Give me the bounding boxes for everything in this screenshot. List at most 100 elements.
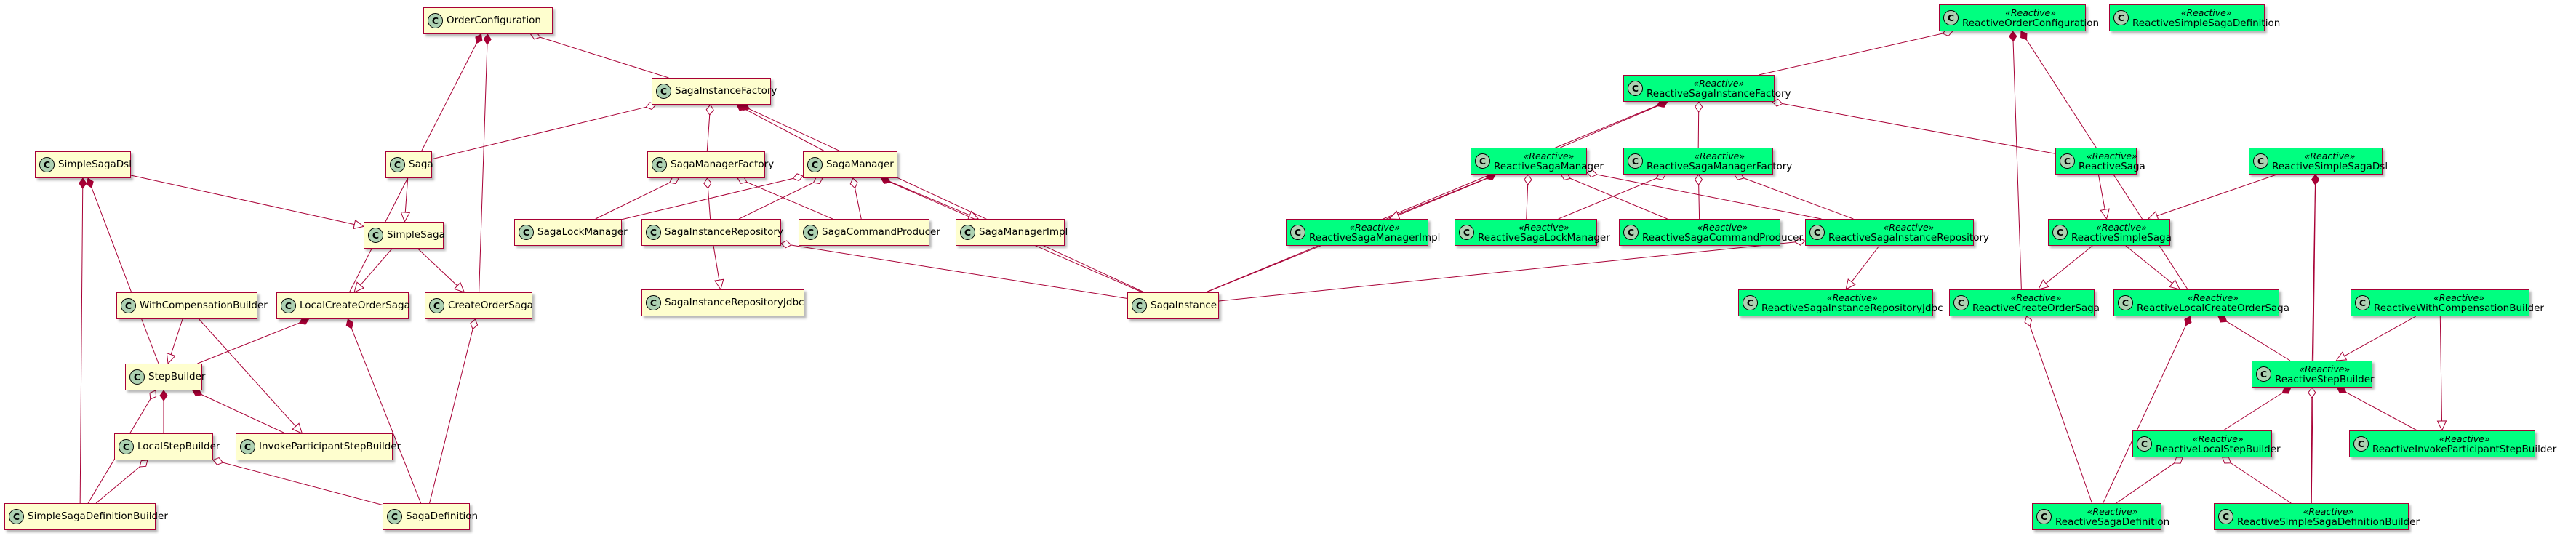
class-stereotype: «Reactive» bbox=[1694, 150, 1745, 161]
class-name: SagaManagerImpl bbox=[979, 226, 1068, 238]
relation-aggregation bbox=[621, 173, 804, 220]
class-name: ReactiveSagaManagerImpl bbox=[1309, 231, 1441, 244]
class-body: SimpleSaga bbox=[387, 230, 449, 241]
class-ReactiveSagaInstanceRepository[interactable]: C«Reactive»ReactiveSagaInstanceRepositor… bbox=[1805, 219, 1989, 246]
class-name: ReactiveSagaDefinition bbox=[2055, 516, 2170, 528]
class-ReactiveSagaInstanceFactory[interactable]: C«Reactive»ReactiveSagaInstanceFactory bbox=[1623, 75, 1791, 102]
class-name: SagaCommandProducer bbox=[822, 226, 940, 238]
relation-aggregation bbox=[1772, 98, 2056, 154]
class-ReactiveSagaDefinition[interactable]: C«Reactive»ReactiveSagaDefinition bbox=[2032, 503, 2169, 530]
class-body: «Reactive»ReactiveSagaManager bbox=[1494, 151, 1608, 172]
class-name: SagaLockManager bbox=[537, 226, 628, 238]
relation-composition bbox=[159, 390, 168, 433]
relation-composition bbox=[2009, 31, 2022, 290]
class-ReactiveLocalCreateOrderSaga[interactable]: C«Reactive»ReactiveLocalCreateOrderSaga bbox=[2113, 289, 2289, 316]
class-body: SimpleSagaDsl bbox=[58, 159, 136, 170]
class-icon: C bbox=[2253, 153, 2268, 169]
class-ReactiveSimpleSagaDefinition[interactable]: C«Reactive»ReactiveSimpleSagaDefinition bbox=[2109, 4, 2280, 31]
relation-aggregation bbox=[595, 177, 679, 220]
class-ReactiveSimpleSagaDsl[interactable]: C«Reactive»ReactiveSimpleSagaDsl bbox=[2249, 148, 2388, 175]
class-icon: C bbox=[281, 298, 296, 313]
class-ReactiveSagaCommandProducer[interactable]: C«Reactive»ReactiveSagaCommandProducer bbox=[1619, 219, 1803, 246]
relation-extension bbox=[2037, 245, 2093, 290]
relation-extension bbox=[417, 248, 465, 293]
relation-aggregation bbox=[431, 102, 657, 160]
class-ReactiveStepBuilder[interactable]: C«Reactive»ReactiveStepBuilder bbox=[2252, 361, 2375, 388]
relation-aggregation bbox=[1759, 28, 1953, 76]
class-name: SagaInstanceRepository bbox=[665, 226, 783, 238]
class-name: SagaInstanceRepositoryJdbc bbox=[665, 297, 804, 308]
relation-composition bbox=[1205, 100, 1668, 293]
relation-aggregation bbox=[1586, 169, 1822, 220]
class-icon: C bbox=[129, 369, 145, 385]
class-body: SagaCommandProducer bbox=[822, 227, 945, 238]
relation-composition bbox=[345, 318, 422, 504]
class-icon: C bbox=[119, 439, 134, 454]
class-icon: C bbox=[1953, 295, 1969, 310]
class-body: «Reactive»ReactiveSagaInstanceRepository… bbox=[1761, 292, 1948, 314]
relation-extension bbox=[199, 318, 303, 434]
class-name: SagaDefinition bbox=[406, 510, 479, 522]
class-body: «Reactive»ReactiveSagaManagerImpl bbox=[1309, 222, 1444, 244]
class-body: SagaManager bbox=[826, 159, 898, 170]
relation-composition bbox=[2336, 386, 2417, 431]
class-SimpleSagaDefinitionBuilder[interactable]: C SimpleSagaDefinitionBuilder bbox=[4, 503, 168, 530]
class-icon: C bbox=[121, 298, 136, 313]
class-ReactiveSagaInstanceRepositoryJdbc[interactable]: C«Reactive»ReactiveSagaInstanceRepositor… bbox=[1738, 289, 1943, 316]
class-ReactiveSagaManager[interactable]: C«Reactive»ReactiveSagaManager bbox=[1471, 148, 1604, 175]
class-name: ReactiveSagaCommandProducer bbox=[1642, 231, 1804, 244]
class-ReactiveSimpleSaga[interactable]: C«Reactive»ReactiveSimpleSaga bbox=[2048, 219, 2172, 246]
class-ReactiveLocalStepBuilder[interactable]: C«Reactive»ReactiveLocalStepBuilder bbox=[2132, 430, 2281, 457]
class-body: «Reactive»ReactiveLocalStepBuilder bbox=[2156, 433, 2285, 455]
class-body: SagaInstanceFactory bbox=[675, 86, 781, 97]
class-ReactiveCreateOrderSaga[interactable]: C«Reactive»ReactiveCreateOrderSaga bbox=[1949, 289, 2100, 316]
relation-extension bbox=[353, 248, 393, 293]
class-stereotype: «Reactive» bbox=[1349, 221, 1401, 233]
relation-extension bbox=[1845, 245, 1880, 290]
class-ReactiveOrderConfiguration[interactable]: C«Reactive»ReactiveOrderConfiguration bbox=[1939, 4, 2099, 31]
relation-aggregation bbox=[1524, 174, 1532, 220]
relation-aggregation bbox=[780, 240, 1128, 299]
class-ReactiveSimpleSagaDefinitionBuilder[interactable]: C«Reactive»ReactiveSimpleSagaDefinitionB… bbox=[2214, 503, 2420, 530]
class-ReactiveSaga[interactable]: C«Reactive»ReactiveSaga bbox=[2055, 148, 2145, 175]
relation-aggregation bbox=[738, 177, 823, 220]
class-body: InvokeParticipantStepBuilder bbox=[259, 441, 405, 452]
relation-composition bbox=[2217, 315, 2291, 361]
class-body: LocalStepBuilder bbox=[137, 441, 224, 452]
class-ReactiveInvokeParticipantStepBuilder[interactable]: C«Reactive»ReactiveInvokeParticipantStep… bbox=[2349, 430, 2556, 457]
class-ReactiveSagaLockManager[interactable]: C«Reactive»ReactiveSagaLockManager bbox=[1455, 219, 1610, 246]
class-stereotype: «Reactive» bbox=[2087, 505, 2138, 517]
class-name: SimpleSagaDefinitionBuilder bbox=[28, 510, 168, 522]
class-stereotype: «Reactive» bbox=[2433, 292, 2484, 303]
class-icon: C bbox=[39, 157, 55, 172]
relation-aggregation bbox=[2024, 316, 2092, 504]
class-icon: C bbox=[9, 509, 24, 524]
class-ReactiveSagaManagerFactory[interactable]: C«Reactive»ReactiveSagaManagerFactory bbox=[1623, 148, 1792, 175]
relation-composition bbox=[740, 103, 1145, 293]
class-name: CreateOrderSaga bbox=[448, 300, 533, 311]
class-stereotype: «Reactive» bbox=[2299, 363, 2351, 374]
class-ReactiveSagaManagerImpl[interactable]: C«Reactive»ReactiveSagaManagerImpl bbox=[1286, 219, 1440, 246]
class-body: «Reactive»ReactiveLocalCreateOrderSaga bbox=[2137, 292, 2294, 314]
class-ReactiveWithCompensationBuilder[interactable]: C«Reactive»ReactiveWithCompensationBuild… bbox=[2351, 289, 2544, 316]
